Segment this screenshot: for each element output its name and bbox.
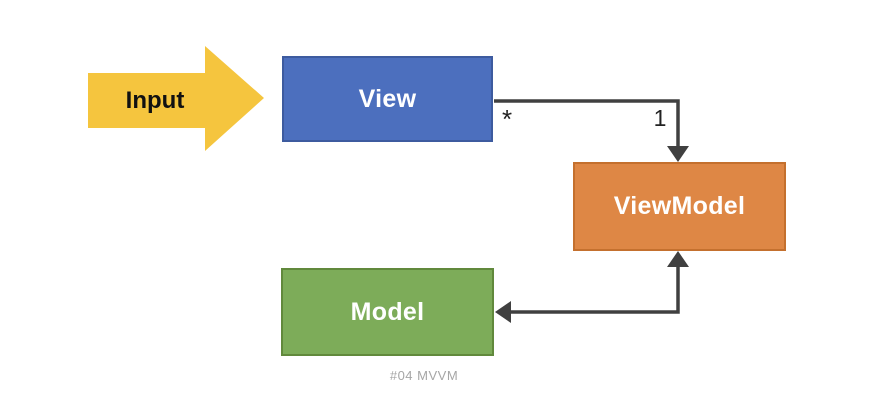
arrowhead-down-icon bbox=[667, 146, 689, 162]
connector-view-to-viewmodel bbox=[494, 99, 680, 147]
diagram-caption: #04 MVVM bbox=[389, 368, 459, 383]
arrowhead-up-icon bbox=[667, 251, 689, 267]
node-viewmodel-label: ViewModel bbox=[613, 192, 746, 220]
node-viewmodel: ViewModel bbox=[573, 162, 786, 251]
node-model: Model bbox=[281, 268, 494, 356]
node-view-label: View bbox=[358, 84, 417, 113]
arrowhead-left-icon bbox=[495, 301, 511, 323]
multiplicity-many-label: * bbox=[502, 104, 513, 134]
input-arrow-shape bbox=[88, 46, 264, 151]
multiplicity-one-label: 1 bbox=[653, 105, 667, 131]
node-view: View bbox=[282, 56, 493, 142]
input-arrow-label: Input bbox=[125, 86, 185, 114]
node-model-label: Model bbox=[350, 297, 425, 326]
connector-viewmodel-to-model bbox=[510, 266, 680, 314]
